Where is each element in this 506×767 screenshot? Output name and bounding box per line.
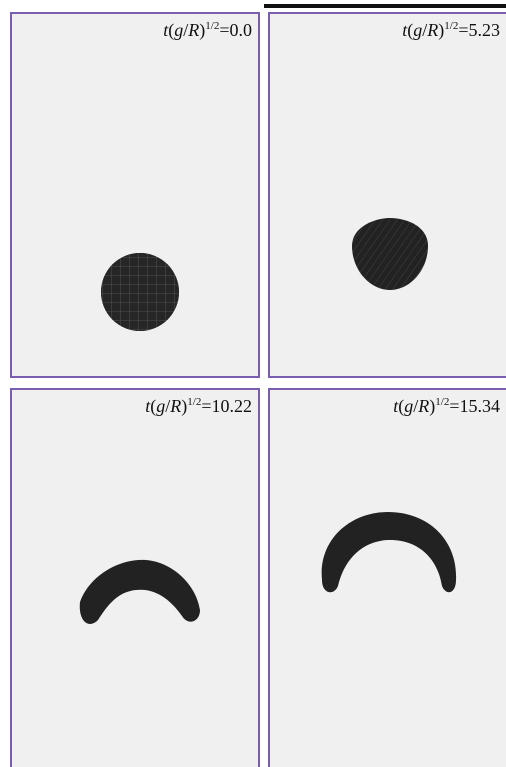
panel-label: t(g/R)1/2=5.23 <box>402 20 500 40</box>
drop-shape-arch <box>321 512 457 593</box>
panel-t0: t(g/R)1/2=0.0 <box>10 12 260 378</box>
panel-label: t(g/R)1/2=0.0 <box>163 20 252 40</box>
panel-t10-22: t(g/R)1/2=10.22 <box>10 388 260 767</box>
drop-shape-cap <box>79 559 200 624</box>
panel-separator <box>0 379 506 384</box>
drop-shape-flattened <box>352 218 428 290</box>
panel-label: t(g/R)1/2=15.34 <box>393 396 500 416</box>
drop-shape-circle <box>101 253 179 331</box>
panel-t15-34: t(g/R)1/2=15.34 <box>268 388 506 767</box>
top-border-bar <box>264 4 506 8</box>
panel-label: t(g/R)1/2=10.22 <box>145 396 252 416</box>
panel-t5-23: t(g/R)1/2=5.23 <box>268 12 506 378</box>
